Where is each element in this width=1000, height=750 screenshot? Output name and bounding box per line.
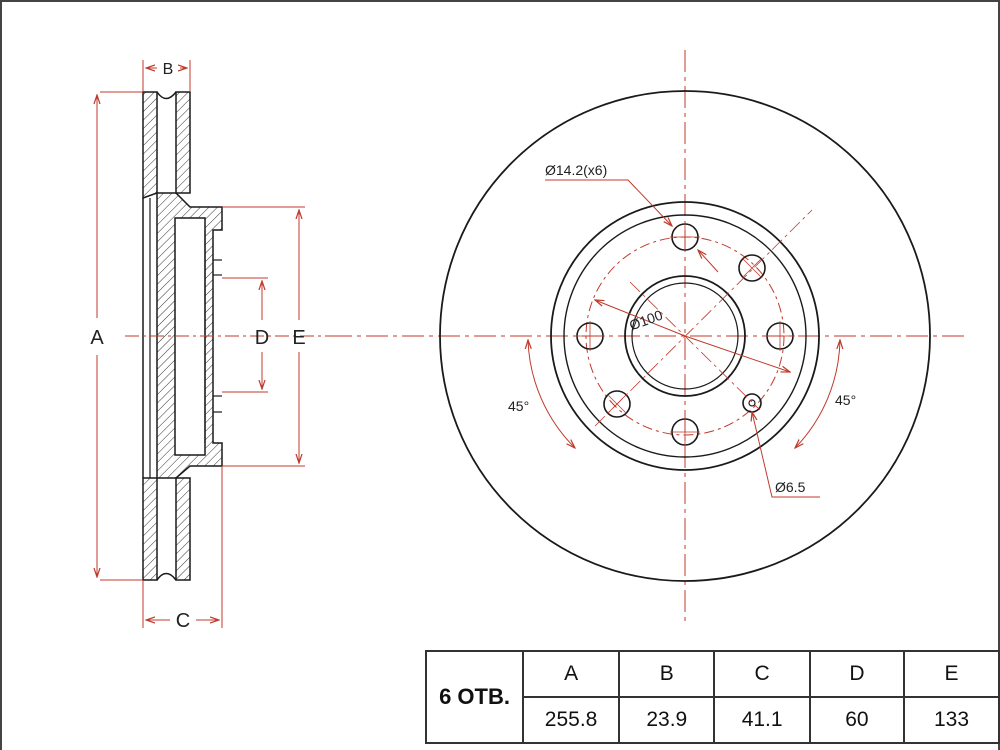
bolt-hole	[765, 321, 795, 351]
locating-hole	[742, 393, 762, 413]
value-e: 133	[903, 696, 1000, 744]
rotor-outer-edge	[439, 90, 931, 582]
dimension-label-e: E	[292, 327, 305, 349]
value-b: 23.9	[618, 696, 716, 744]
small-hole-label: Ø6.5	[775, 479, 806, 495]
dimension-label-b: B	[163, 61, 174, 78]
table-row: 6 ОТВ. A B C D E	[424, 650, 1000, 744]
bolt-holes	[575, 222, 795, 447]
dimension-d: D	[255, 281, 269, 389]
bolt-hole	[575, 321, 605, 351]
value-a: 255.8	[522, 696, 621, 744]
rotor-section-lower	[142, 477, 158, 581]
dimension-c: C	[146, 610, 219, 632]
rotor-section	[142, 91, 223, 581]
header-b: B	[618, 650, 716, 698]
header-a: A	[522, 650, 621, 698]
bolt-hole	[738, 254, 766, 282]
header-e: E	[903, 650, 1000, 698]
rotor-section-upper	[142, 91, 158, 200]
bolt-hole	[670, 222, 700, 252]
bolt-hole-label: Ø14.2(x6)	[545, 162, 607, 178]
pcd-label: Ø100	[627, 307, 665, 334]
value-d: 60	[808, 696, 906, 744]
bolt-hole	[670, 417, 700, 447]
hole-count-cell: 6 ОТВ.	[424, 650, 525, 744]
table-row: 255.8 23.9 41.1 60 133	[426, 696, 1000, 744]
side-view: A B C D E	[90, 60, 330, 632]
spec-table: 6 ОТВ. A B C D E 255.8 23.9 41.1 60 133	[424, 650, 1000, 744]
header-c: C	[713, 650, 811, 698]
angle-label-left: 45°	[508, 398, 529, 414]
dimension-label-d: D	[255, 327, 269, 349]
dimension-b: B	[146, 61, 187, 78]
dimension-label-a: A	[90, 327, 104, 349]
header-d: D	[808, 650, 906, 698]
dimension-a: A	[90, 95, 104, 577]
hub-outer-edge	[550, 201, 820, 471]
front-view: Ø100 Ø14.2(x6) Ø6.5 45° 45°	[330, 50, 965, 625]
value-c: 41.1	[713, 696, 811, 744]
dimension-label-c: C	[176, 610, 190, 632]
dimension-e: E	[292, 210, 306, 463]
angle-label-right: 45°	[835, 392, 856, 408]
center-bore	[624, 275, 746, 397]
